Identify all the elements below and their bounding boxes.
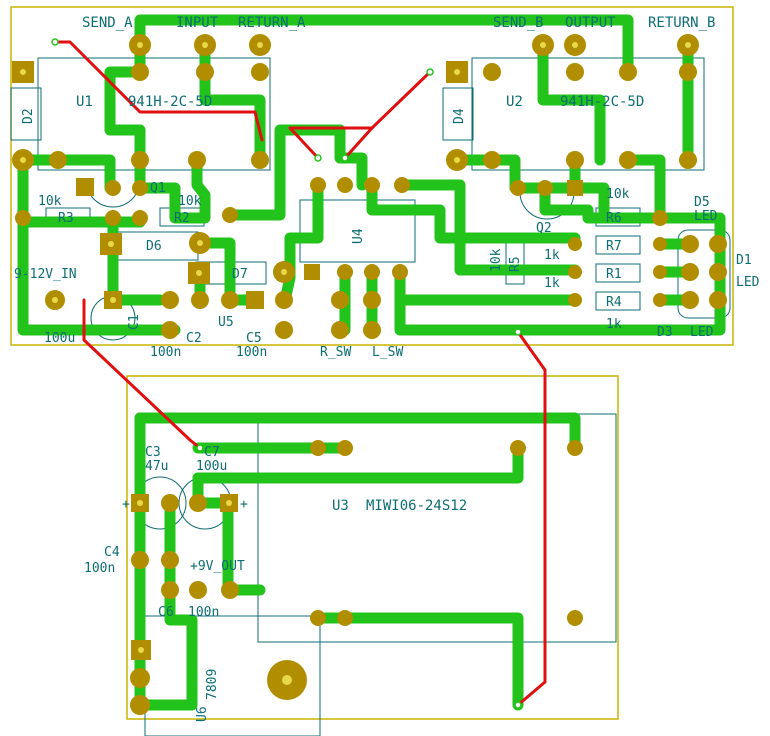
- label-u3-part: MIWI06-24S12: [366, 498, 467, 514]
- label-c6: C6: [158, 605, 174, 620]
- label-return-b: RETURN_B: [648, 15, 715, 31]
- label-d1-led: LED: [736, 275, 760, 290]
- label-u4: U4: [351, 228, 366, 244]
- label-d2: D2: [21, 108, 36, 124]
- label-plus-right: +: [240, 497, 248, 512]
- pad-group-relays: [49, 63, 697, 169]
- label-r5-value: 10k: [489, 248, 504, 272]
- label-d4: D4: [452, 108, 467, 124]
- label-r6: R6: [606, 211, 622, 226]
- label-r-sw: R_SW: [320, 345, 351, 360]
- label-power-out: +9V_OUT: [190, 559, 245, 574]
- u1-outline: [37, 57, 271, 171]
- r7-outline: [595, 235, 641, 255]
- label-c7-value: 100u: [196, 459, 227, 474]
- label-output: OUTPUT: [565, 15, 616, 31]
- label-r1-value: 1k: [544, 276, 560, 291]
- u4-outline: [299, 199, 416, 263]
- label-d6: D6: [146, 239, 162, 254]
- label-l-sw: L_SW: [372, 345, 403, 360]
- silkscreen-labels: SEND_A INPUT RETURN_A SEND_B OUTPUT RETU…: [14, 15, 760, 722]
- label-plus-left: +: [122, 497, 130, 512]
- label-u2-part: 941H-2C-5D: [560, 94, 644, 110]
- label-u5: U5: [218, 315, 234, 330]
- label-r3: R3: [58, 211, 74, 226]
- label-c3: C3: [145, 445, 161, 460]
- d4-outline: [442, 87, 474, 141]
- label-return-a: RETURN_A: [238, 15, 306, 31]
- label-r2-value: 10k: [178, 194, 202, 209]
- pad-holes: [20, 42, 691, 685]
- power-board-outline: [126, 375, 619, 720]
- label-r4: R4: [606, 295, 622, 310]
- label-u1: U1: [76, 94, 93, 110]
- label-r6-value: 10k: [606, 187, 630, 202]
- label-input: INPUT: [176, 15, 219, 31]
- label-send-a: SEND_A: [82, 15, 133, 31]
- label-r2: R2: [174, 211, 190, 226]
- q2-outline: [519, 191, 575, 220]
- label-c5-value: 100n: [236, 345, 267, 360]
- label-u2: U2: [506, 94, 523, 110]
- label-d5: D5: [694, 195, 710, 210]
- d2-outline: [10, 87, 42, 141]
- label-d7: D7: [232, 267, 248, 282]
- pad-group-misc: [15, 177, 727, 339]
- label-c4-value: 100n: [84, 561, 115, 576]
- label-c6-value: 100n: [188, 605, 219, 620]
- board-outlines: [10, 6, 734, 720]
- main-board-outline: [10, 6, 734, 346]
- pad-group-top-connectors: [129, 34, 699, 56]
- r1-outline: [595, 263, 641, 283]
- r4-outline: [595, 291, 641, 311]
- label-u3: U3: [332, 498, 349, 514]
- label-c2-value: 100n: [150, 345, 181, 360]
- label-r7-value: 1k: [544, 248, 560, 263]
- label-power-in: 9-12V_IN: [14, 267, 77, 282]
- label-c2: C2: [186, 331, 202, 346]
- label-r1: R1: [606, 267, 622, 282]
- label-r5: R5: [508, 256, 523, 272]
- label-u6-part: 7809: [205, 669, 220, 700]
- label-d3-led: LED: [690, 325, 714, 340]
- u2-outline: [471, 57, 705, 171]
- label-u6: U6: [195, 706, 210, 722]
- label-c5: C5: [246, 331, 262, 346]
- label-d1: D1: [736, 253, 752, 268]
- label-u1-part: 941H-2C-5D: [128, 94, 212, 110]
- label-r3-value: 10k: [38, 194, 62, 209]
- label-c7: C7: [204, 445, 220, 460]
- label-r7: R7: [606, 239, 622, 254]
- label-c1: C1: [127, 314, 142, 330]
- label-q2: Q2: [536, 221, 552, 236]
- label-c1-value: 100u: [44, 331, 75, 346]
- label-q1: Q1: [150, 181, 166, 196]
- label-d3: D3: [657, 325, 673, 340]
- label-r4-value: 1k: [606, 317, 622, 332]
- label-send-b: SEND_B: [493, 15, 544, 31]
- label-c3-value: 47u: [145, 459, 168, 474]
- label-c4: C4: [104, 545, 120, 560]
- label-d5-led: LED: [694, 209, 718, 224]
- vias: [51, 38, 522, 709]
- bottom-copper-traces: [53, 40, 547, 707]
